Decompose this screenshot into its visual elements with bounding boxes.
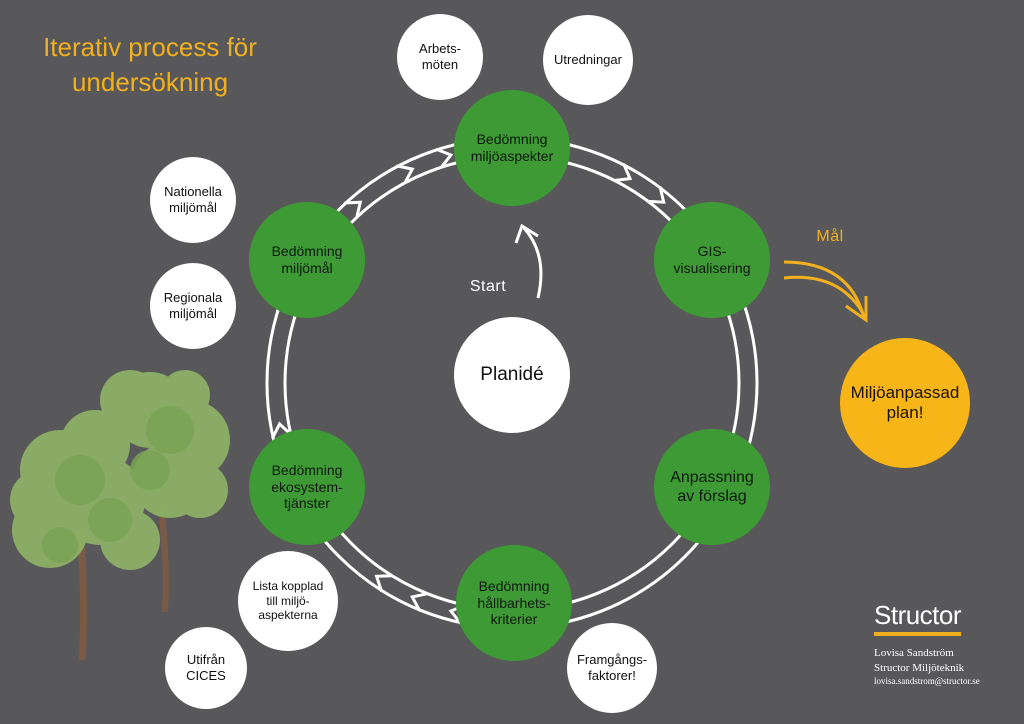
start-label: Start <box>469 278 507 296</box>
step-label-anpassning: Anpassning av förslag <box>670 468 754 505</box>
start-arrow <box>522 227 543 299</box>
step-label-miljomal: Bedömning miljömål <box>271 243 343 276</box>
center-label: Planidé <box>480 363 544 385</box>
input-circle-utredningar <box>543 15 633 105</box>
input-label-framgang: Framgångs- faktorer! <box>576 652 648 683</box>
input-label-arbetsmoten: Arbets- möten <box>419 41 461 72</box>
brand-block: Structor Lovisa Sandström Structor Miljö… <box>874 600 980 686</box>
goal-arrow-stroke <box>783 260 866 319</box>
diagram-title: Iterativ process för undersökning <box>43 32 257 98</box>
step-circle-ekosystem <box>249 429 365 545</box>
input-circle-arbetsmoten <box>397 14 483 100</box>
step-label-ekosystem: Bedömning ekosystem- tjänster <box>271 461 343 512</box>
brand-email: lovisa.sandstrom@structor.se <box>874 675 980 686</box>
cycle-chevron <box>435 148 454 169</box>
goal-arrow-label: Mål <box>816 228 844 246</box>
cycle-chevron <box>374 574 394 593</box>
step-circle-hallbarhet <box>456 545 572 661</box>
brand-company: Structor Miljöteknik <box>874 661 965 674</box>
cycle-chevron <box>396 164 415 184</box>
structor-logo: Structor <box>874 600 962 636</box>
step-circle-miljomal <box>249 202 365 318</box>
cycle-chevron <box>647 186 666 204</box>
cycle-chevron <box>271 421 292 439</box>
goal-label: Miljöanpassad plan! <box>850 382 960 422</box>
input-label-utredningar: Utredningar <box>554 52 622 68</box>
input-circle-regionala <box>150 263 236 349</box>
input-label-nationella: Nationella miljömål <box>164 184 222 215</box>
brand-author: Lovisa Sandström <box>874 647 954 659</box>
step-label-hallbarhet: Bedömning hållbarhets- kriterier <box>477 577 551 628</box>
trees-illustration <box>10 370 230 661</box>
input-label-utifran: Utifrån CICES <box>186 652 226 683</box>
step-circle-gis <box>654 202 770 318</box>
cycle-chevron <box>613 163 633 182</box>
center-circle <box>454 317 570 433</box>
goal-arrow <box>783 275 866 316</box>
goal-circle <box>840 338 970 468</box>
start-arrow-head <box>514 223 539 244</box>
goal-arrow-head <box>845 296 868 323</box>
input-circle-lista <box>238 551 338 651</box>
input-label-lista: Lista kopplad till miljö- aspekterna <box>252 579 324 623</box>
input-circle-nationella <box>150 157 236 243</box>
cycle-chevron <box>410 592 429 612</box>
step-circle-anpassning <box>654 429 770 545</box>
input-circle-framgang <box>567 623 657 713</box>
input-label-regionala: Regionala miljömål <box>163 290 223 321</box>
input-circle-utifran <box>165 627 247 709</box>
cycle-chevron <box>343 200 363 219</box>
step-circle-miljoaspekter <box>454 90 570 206</box>
step-label-miljoaspekter: Bedömning miljöaspekter <box>470 131 554 164</box>
step-label-gis: GIS- visualisering <box>673 243 751 276</box>
